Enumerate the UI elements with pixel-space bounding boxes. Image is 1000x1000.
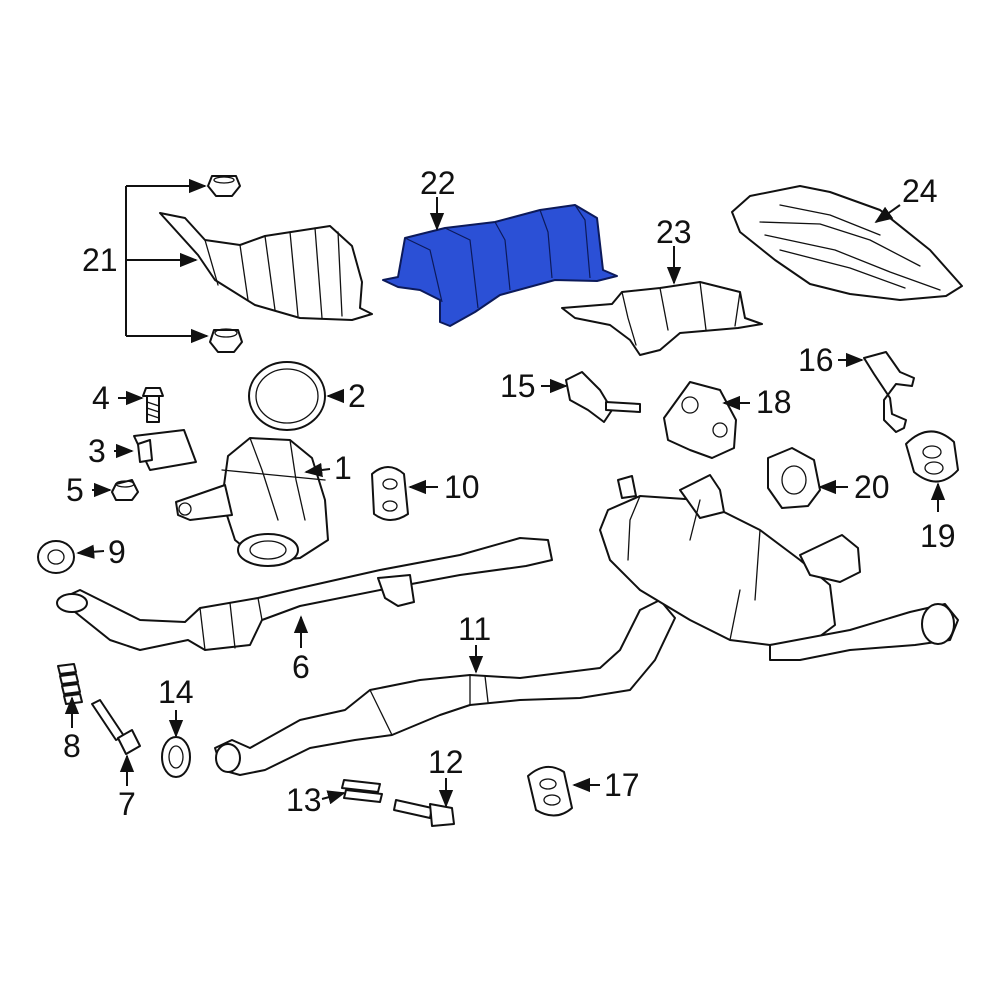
callout-3[interactable]: 3 [88,433,106,469]
callout-11[interactable]: 11 [458,611,491,647]
part-21-clip-top[interactable] [207,175,241,197]
part-18-insulator[interactable] [663,381,737,459]
part-7-stud-bolt[interactable] [91,699,141,755]
part-24-heat-insulator[interactable] [731,185,963,301]
part-20-mount[interactable] [767,447,821,509]
leader-13 [321,790,346,805]
callout-12[interactable]: 12 [428,744,464,780]
callout-4[interactable]: 4 [92,380,110,416]
part-2-gasket[interactable] [248,361,326,431]
part-17-hanger[interactable] [527,765,573,817]
muffler-assembly[interactable] [599,474,959,661]
callout-7[interactable]: 7 [118,786,136,822]
leader-lines [64,178,946,808]
part-19-hanger[interactable] [905,430,959,483]
callout-13[interactable]: 13 [286,782,322,818]
callout-23[interactable]: 23 [656,214,692,250]
callout-22[interactable]: 22 [420,165,456,201]
part-8-spring[interactable] [57,663,83,705]
part-3-bracket[interactable] [133,429,197,471]
leader-1 [304,462,331,478]
callout-17[interactable]: 17 [604,767,640,803]
callout-labels: 21 22 23 24 2 4 3 5 1 10 9 6 8 7 14 11 1… [63,165,956,822]
part-15-bracket[interactable] [565,371,641,423]
callout-8[interactable]: 8 [63,728,81,764]
part-16-bracket[interactable] [863,351,915,433]
callout-9[interactable]: 9 [108,534,126,570]
part-11-center-pipe[interactable] [214,599,676,776]
leader-24 [874,204,901,224]
callout-16[interactable]: 16 [798,342,834,378]
callout-24[interactable]: 24 [902,173,938,209]
part-6-front-pipe[interactable] [56,537,553,651]
part-10-hanger[interactable] [371,466,409,521]
part-21-heat-insulator[interactable] [159,212,373,321]
part-9-gasket[interactable] [37,540,75,574]
part-4-bolt[interactable] [142,387,164,423]
callout-6[interactable]: 6 [292,649,310,685]
callout-1[interactable]: 1 [334,450,352,486]
part-14-gasket[interactable] [161,736,191,778]
leader-9 [76,544,105,559]
part-21-clip-bottom[interactable] [209,328,243,353]
callout-10[interactable]: 10 [444,469,480,505]
callout-18[interactable]: 18 [756,384,792,420]
part-22-heat-shield[interactable] [382,204,618,327]
callout-14[interactable]: 14 [158,674,194,710]
callout-20[interactable]: 20 [854,469,890,505]
callout-2[interactable]: 2 [348,378,366,414]
part-1-catalytic-converter[interactable] [175,437,329,567]
callout-15[interactable]: 15 [500,368,536,404]
part-23-heat-insulator[interactable] [561,281,763,356]
callout-19[interactable]: 19 [920,518,956,554]
callout-21[interactable]: 21 [82,242,118,278]
part-13-spring[interactable] [341,779,383,803]
part-5-nut[interactable] [111,479,139,501]
callout-5[interactable]: 5 [66,472,84,508]
